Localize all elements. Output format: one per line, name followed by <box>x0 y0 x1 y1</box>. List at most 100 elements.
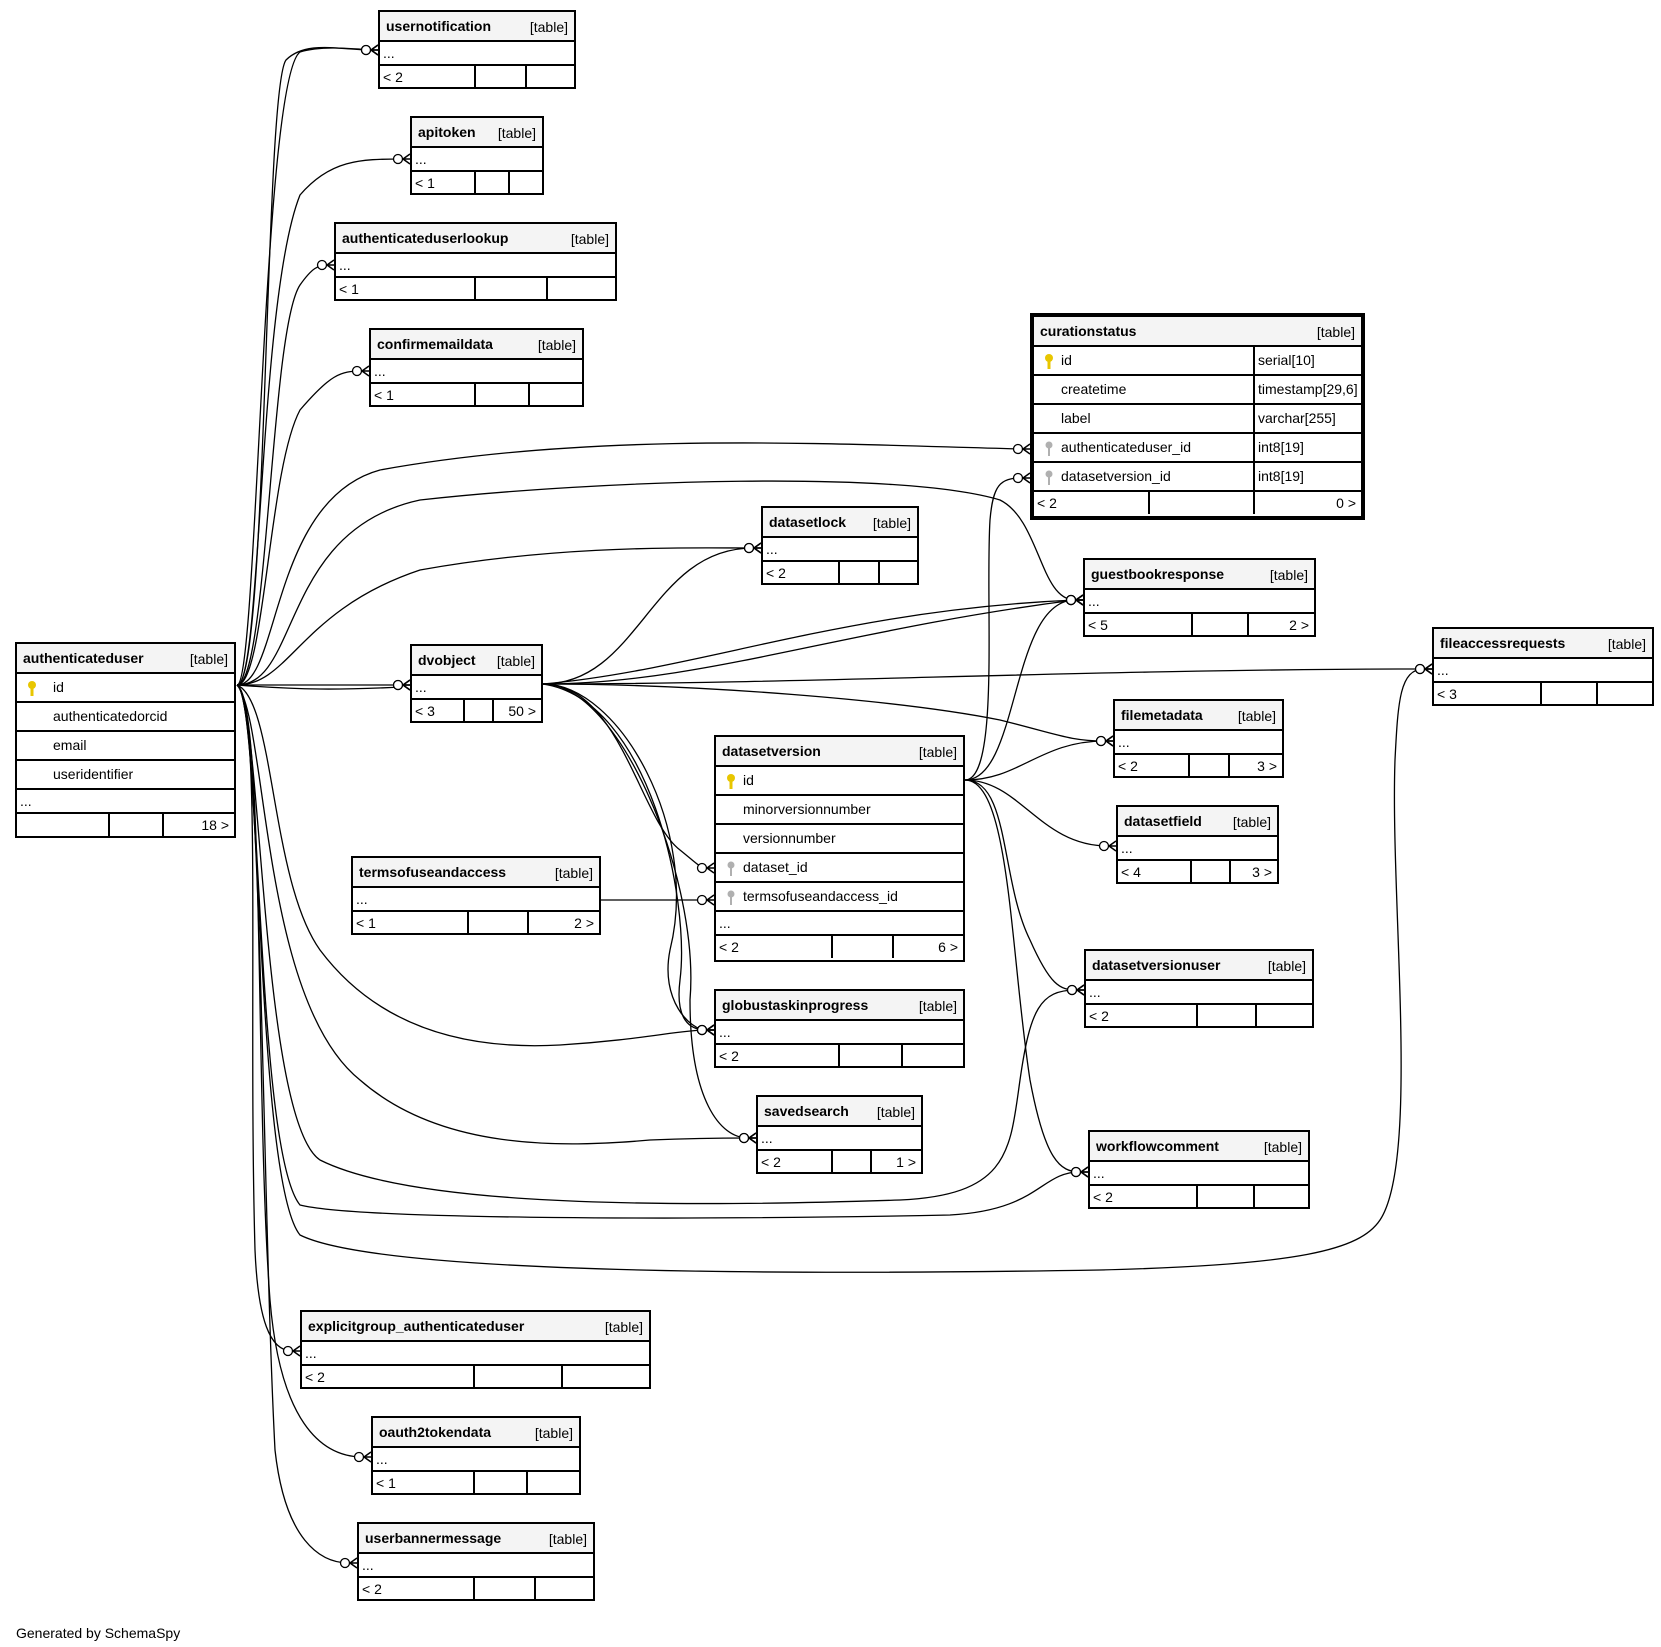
column-row[interactable]: versionnumber <box>716 825 963 854</box>
more-columns[interactable]: ... <box>373 1448 579 1472</box>
parent-count[interactable]: < 4 <box>1121 864 1141 880</box>
table-header: userbannermessage [table] <box>359 1524 593 1554</box>
parent-count[interactable]: < 3 <box>415 703 435 719</box>
table-header: fileaccessrequests [table] <box>1434 629 1652 659</box>
table-oauth2tokendata[interactable]: oauth2tokendata [table] ... < 1 <box>371 1416 581 1495</box>
child-count[interactable]: 6 > <box>938 939 958 955</box>
table-savedsearch[interactable]: savedsearch [table] ... < 2 1 > <box>756 1095 923 1174</box>
more-columns[interactable]: ... <box>1085 590 1314 614</box>
more-columns[interactable]: ... <box>1115 731 1282 755</box>
table-confirmemaildata[interactable]: confirmemaildata [table] ... < 1 <box>369 328 584 407</box>
child-count[interactable]: 50 > <box>508 703 536 719</box>
parent-count[interactable]: < 1 <box>374 387 394 403</box>
more-columns[interactable]: ... <box>17 790 234 814</box>
table-usernotification[interactable]: usernotification [table] ... < 2 <box>378 10 576 89</box>
column-row[interactable]: authenticatedorcid <box>17 703 234 732</box>
more-columns[interactable]: ... <box>371 360 582 384</box>
more-columns[interactable]: ... <box>412 676 541 700</box>
table-userbannermessage[interactable]: userbannermessage [table] ... < 2 <box>357 1522 595 1601</box>
child-count[interactable]: 0 > <box>1336 495 1356 511</box>
table-apitoken[interactable]: apitoken [table] ... < 1 <box>410 116 544 195</box>
table-datasetlock[interactable]: datasetlock [table] ... < 2 <box>761 506 919 585</box>
column-row[interactable]: id serial[10] <box>1034 347 1361 376</box>
parent-count[interactable]: < 1 <box>339 281 359 297</box>
table-dvobject[interactable]: dvobject [table] ... < 3 50 > <box>410 644 543 723</box>
table-guestbookresponse[interactable]: guestbookresponse [table] ... < 5 2 > <box>1083 558 1316 637</box>
parent-count[interactable]: < 2 <box>305 1369 325 1385</box>
more-columns[interactable]: ... <box>1090 1162 1308 1186</box>
column-row[interactable]: minorversionnumber <box>716 796 963 825</box>
table-type: [table] <box>554 865 593 881</box>
table-termsofuseandaccess[interactable]: termsofuseandaccess [table] ... < 1 2 > <box>351 856 601 935</box>
child-count[interactable]: 18 > <box>201 817 229 833</box>
divider <box>1540 683 1542 705</box>
parent-count[interactable]: < 2 <box>719 1048 739 1064</box>
column-row[interactable]: datasetversion_id int8[19] <box>1034 463 1361 492</box>
more-columns[interactable]: ... <box>380 42 574 66</box>
divider <box>1247 614 1249 636</box>
table-datasetversionuser[interactable]: datasetversionuser [table] ... < 2 <box>1084 949 1314 1028</box>
ellipsis-label: ... <box>305 1345 317 1361</box>
parent-count[interactable]: < 1 <box>356 915 376 931</box>
ellipsis-label: ... <box>1089 984 1101 1000</box>
column-name: id <box>1061 352 1072 368</box>
table-filemetadata[interactable]: filemetadata [table] ... < 2 3 > <box>1113 699 1284 778</box>
table-authenticateduser[interactable]: authenticateduser [table] id authenticat… <box>15 642 236 838</box>
child-count[interactable]: 2 > <box>574 915 594 931</box>
child-count[interactable]: 3 > <box>1257 758 1277 774</box>
parent-count[interactable]: < 1 <box>376 1475 396 1491</box>
table-footer: < 1 <box>371 384 582 406</box>
column-row[interactable]: label varchar[255] <box>1034 405 1361 434</box>
column-row[interactable]: termsofuseandaccess_id <box>716 883 963 912</box>
more-columns[interactable]: ... <box>336 254 615 278</box>
parent-count[interactable]: < 2 <box>1118 758 1138 774</box>
parent-count[interactable]: < 2 <box>1037 495 1057 511</box>
table-datasetfield[interactable]: datasetfield [table] ... < 4 3 > <box>1116 805 1279 884</box>
more-columns[interactable]: ... <box>758 1127 921 1151</box>
parent-count[interactable]: < 2 <box>719 939 739 955</box>
child-count[interactable]: 1 > <box>896 1154 916 1170</box>
column-row[interactable]: useridentifier <box>17 761 234 790</box>
child-count[interactable]: 2 > <box>1289 617 1309 633</box>
child-count[interactable]: 3 > <box>1252 864 1272 880</box>
column-row[interactable]: createtime timestamp[29,6] <box>1034 376 1361 405</box>
table-name: datasetversionuser <box>1092 957 1221 973</box>
more-columns[interactable]: ... <box>353 888 599 912</box>
parent-count[interactable]: < 2 <box>1093 1189 1113 1205</box>
optional-marker <box>353 1451 365 1463</box>
table-globustaskinprogress[interactable]: globustaskinprogress [table] ... < 2 <box>714 989 965 1068</box>
more-columns[interactable]: ... <box>359 1554 593 1578</box>
more-columns[interactable]: ... <box>412 148 542 172</box>
crowfoot-marker <box>326 259 335 271</box>
more-columns[interactable]: ... <box>763 538 917 562</box>
divider <box>1191 614 1193 636</box>
parent-count[interactable]: < 2 <box>761 1154 781 1170</box>
parent-count[interactable]: < 3 <box>1437 686 1457 702</box>
crowfoot-marker <box>1080 1166 1089 1178</box>
more-columns[interactable]: ... <box>1118 837 1277 861</box>
table-datasetversion[interactable]: datasetversion [table] id minorversionnu… <box>714 735 965 962</box>
table-curationstatus[interactable]: curationstatus [table] id serial[10] cre… <box>1030 313 1365 520</box>
table-explicitgroup-authenticateduser[interactable]: explicitgroup_authenticateduser [table] … <box>300 1310 651 1389</box>
more-columns[interactable]: ... <box>1434 659 1652 683</box>
column-row[interactable]: id <box>716 767 963 796</box>
parent-count[interactable]: < 5 <box>1088 617 1108 633</box>
table-fileaccessrequests[interactable]: fileaccessrequests [table] ... < 3 <box>1432 627 1654 706</box>
parent-count[interactable]: < 1 <box>415 175 435 191</box>
column-row[interactable]: email <box>17 732 234 761</box>
table-workflowcomment[interactable]: workflowcomment [table] ... < 2 <box>1088 1130 1310 1209</box>
column-row[interactable]: dataset_id <box>716 854 963 883</box>
parent-count[interactable]: < 2 <box>362 1581 382 1597</box>
more-columns[interactable]: ... <box>716 1021 963 1045</box>
primary-key-icon <box>727 774 735 789</box>
parent-count[interactable]: < 2 <box>1089 1008 1109 1024</box>
column-row[interactable]: id <box>17 674 234 703</box>
parent-count[interactable]: < 2 <box>766 565 786 581</box>
more-columns[interactable]: ... <box>1086 981 1312 1005</box>
column-row[interactable]: authenticateduser_id int8[19] <box>1034 434 1361 463</box>
table-authenticateduserlookup[interactable]: authenticateduserlookup [table] ... < 1 <box>334 222 617 301</box>
more-columns[interactable]: ... <box>302 1342 649 1366</box>
more-columns[interactable]: ... <box>716 912 963 936</box>
parent-count[interactable]: < 2 <box>383 69 403 85</box>
